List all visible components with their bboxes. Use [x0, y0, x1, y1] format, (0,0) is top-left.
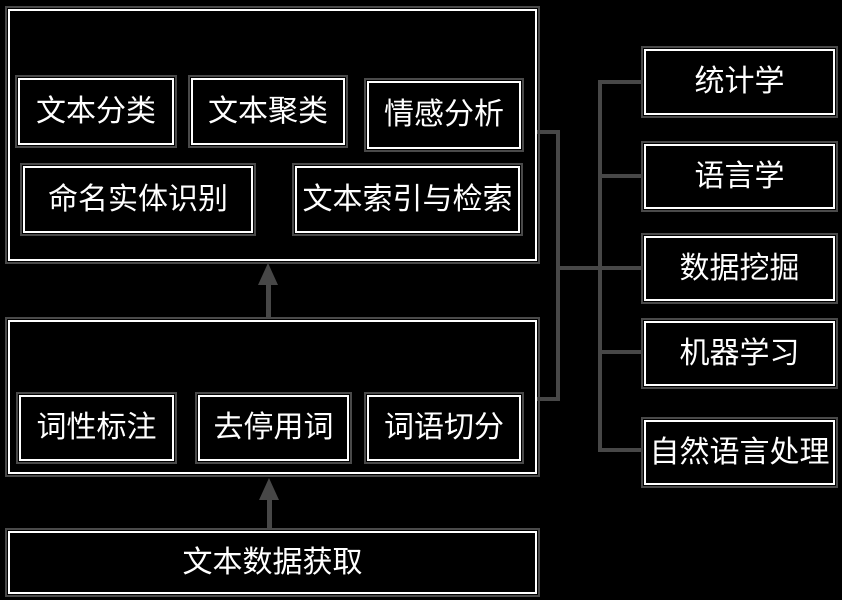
node-label: 机器学习 [679, 336, 800, 370]
node-text-data-acquisition: 文本数据获取 [5, 528, 540, 597]
node-label: 词语切分 [384, 411, 504, 444]
node-named-entity-recognition: 命名实体识别 [20, 163, 256, 236]
node-label: 文本数据获取 [182, 545, 363, 579]
node-label: 文本聚类 [208, 94, 328, 128]
connector-bracket-vertical [556, 130, 560, 401]
arrow-up-head-middle-to-top [258, 263, 278, 285]
node-label: 文本索引与检索 [302, 182, 513, 216]
arrow-up-head-bottom-to-middle [259, 478, 279, 500]
node-linguistics: 语言学 [641, 141, 838, 212]
node-machine-learning: 机器学习 [641, 318, 838, 389]
node-label: 命名实体识别 [48, 182, 228, 216]
node-text-indexing-retrieval: 文本索引与检索 [292, 163, 523, 236]
connector-bracket-bottom-horizontal [537, 397, 560, 401]
arrow-up-shaft-middle-to-top [266, 283, 271, 317]
node-pos-tagging: 词性标注 [16, 392, 177, 464]
node-label: 文本分类 [36, 94, 156, 128]
connector-bracket-top-horizontal [537, 130, 560, 134]
node-natural-language-processing: 自然语言处理 [641, 417, 838, 488]
node-label: 词性标注 [36, 411, 157, 444]
node-label: 自然语言处理 [649, 435, 830, 469]
node-label: 语言学 [694, 159, 785, 193]
node-label: 统计学 [694, 65, 785, 98]
node-stopword-removal: 去停用词 [195, 392, 352, 464]
connector-branch-statistics [600, 80, 643, 84]
connector-branch-linguistics [600, 174, 643, 178]
node-statistics: 统计学 [641, 46, 838, 118]
node-label: 去停用词 [213, 411, 334, 444]
node-sentiment-analysis: 情感分析 [364, 78, 524, 152]
node-label: 数据挖掘 [679, 251, 800, 285]
node-text-classification: 文本分类 [15, 75, 177, 148]
node-data-mining: 数据挖掘 [641, 233, 838, 304]
node-label: 情感分析 [384, 98, 504, 131]
connector-branch-nlp [600, 448, 643, 452]
arrow-up-shaft-bottom-to-middle [267, 498, 272, 528]
connector-branch-machine-learning [600, 350, 643, 354]
node-text-clustering: 文本聚类 [188, 75, 348, 148]
node-word-segmentation: 词语切分 [364, 392, 524, 464]
connector-trunk-vertical [598, 80, 602, 452]
